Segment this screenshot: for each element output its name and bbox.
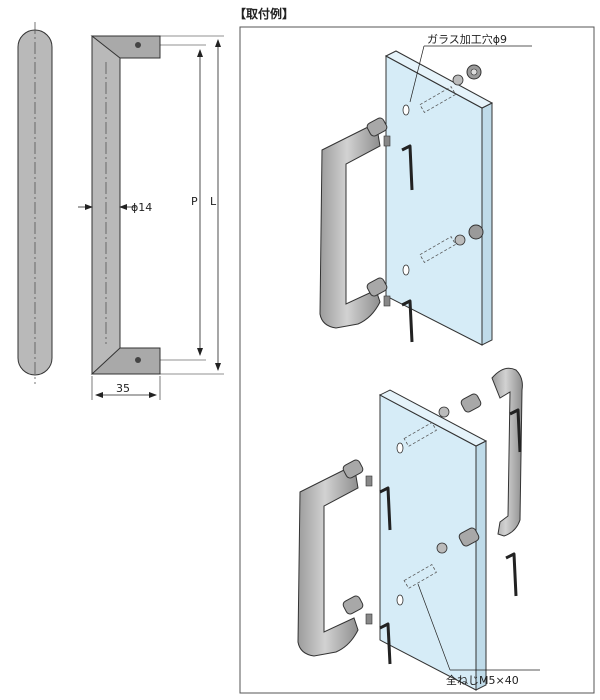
hex-key-lower-2 xyxy=(379,622,392,665)
hidden-bolt-top xyxy=(419,86,457,114)
hidden-bolt-lower-bottom xyxy=(403,563,437,589)
spacer-bottom xyxy=(366,277,388,297)
upper-example: ガラス加工穴ϕ9 xyxy=(319,32,532,346)
bar-handle-lower-back xyxy=(491,367,523,537)
hidden-bolt-lower-top xyxy=(403,421,437,447)
side-view xyxy=(17,22,53,384)
width-label: 35 xyxy=(116,382,130,395)
front-view xyxy=(90,35,161,375)
diameter-label: ϕ14 xyxy=(131,201,152,214)
glass-edge-lower xyxy=(475,440,487,691)
bottom-bolt-hole xyxy=(135,357,141,363)
spacer-top xyxy=(366,117,388,137)
cap-nut-bottom xyxy=(468,224,484,240)
top-mount-boss xyxy=(90,35,161,59)
hex-key-lower-3 xyxy=(509,408,522,453)
washer-lower-back-top xyxy=(438,406,450,418)
spacer-lower-front-bottom xyxy=(342,595,364,615)
set-screw-lower-bottom xyxy=(365,613,373,625)
example-frame xyxy=(239,26,595,694)
washer-bottom xyxy=(454,234,466,246)
glass-hole-leader xyxy=(409,45,425,103)
glass-hole-lower-bottom xyxy=(396,594,404,606)
pitch-label: P xyxy=(191,195,198,208)
spacer-lower-back-bottom xyxy=(458,527,480,547)
glass-hole-bottom xyxy=(402,264,410,276)
glass-edge-upper xyxy=(481,102,493,346)
set-screw-top xyxy=(383,135,391,147)
example-title: 【取付例】 xyxy=(234,6,294,21)
glass-hole-lower-top xyxy=(396,442,404,454)
glass-hole-callout: ガラス加工穴ϕ9 xyxy=(427,32,507,46)
bar-handle-upper xyxy=(319,126,381,329)
hex-key-upper-2 xyxy=(401,299,414,343)
hidden-bolt-bottom xyxy=(419,236,457,264)
top-bolt-hole xyxy=(135,42,141,48)
dimension-width: 35 xyxy=(91,376,161,400)
washer-lower-back-bottom xyxy=(436,542,448,554)
bottom-mount-boss xyxy=(90,347,161,375)
screw-leader xyxy=(417,583,451,671)
lower-example: 全ねじM5×40 xyxy=(297,367,540,691)
glass-hole-top xyxy=(402,104,410,116)
bar-handle-lower-front xyxy=(297,468,359,657)
hex-key-lower-1 xyxy=(379,486,392,531)
hex-key-lower-4 xyxy=(505,552,518,597)
spacer-lower-back-top xyxy=(460,393,482,413)
screw-callout: 全ねじM5×40 xyxy=(446,673,519,687)
hex-key-upper-1 xyxy=(401,144,414,191)
spacer-lower-front-top xyxy=(342,459,364,479)
dimension-pitch: P xyxy=(160,44,206,361)
set-screw-lower-top xyxy=(365,475,373,487)
dimension-length: L xyxy=(160,35,224,375)
washer-top xyxy=(452,74,464,86)
length-label: L xyxy=(210,195,217,208)
dimension-diameter: ϕ14 xyxy=(78,201,152,214)
set-screw-bottom xyxy=(383,295,391,307)
